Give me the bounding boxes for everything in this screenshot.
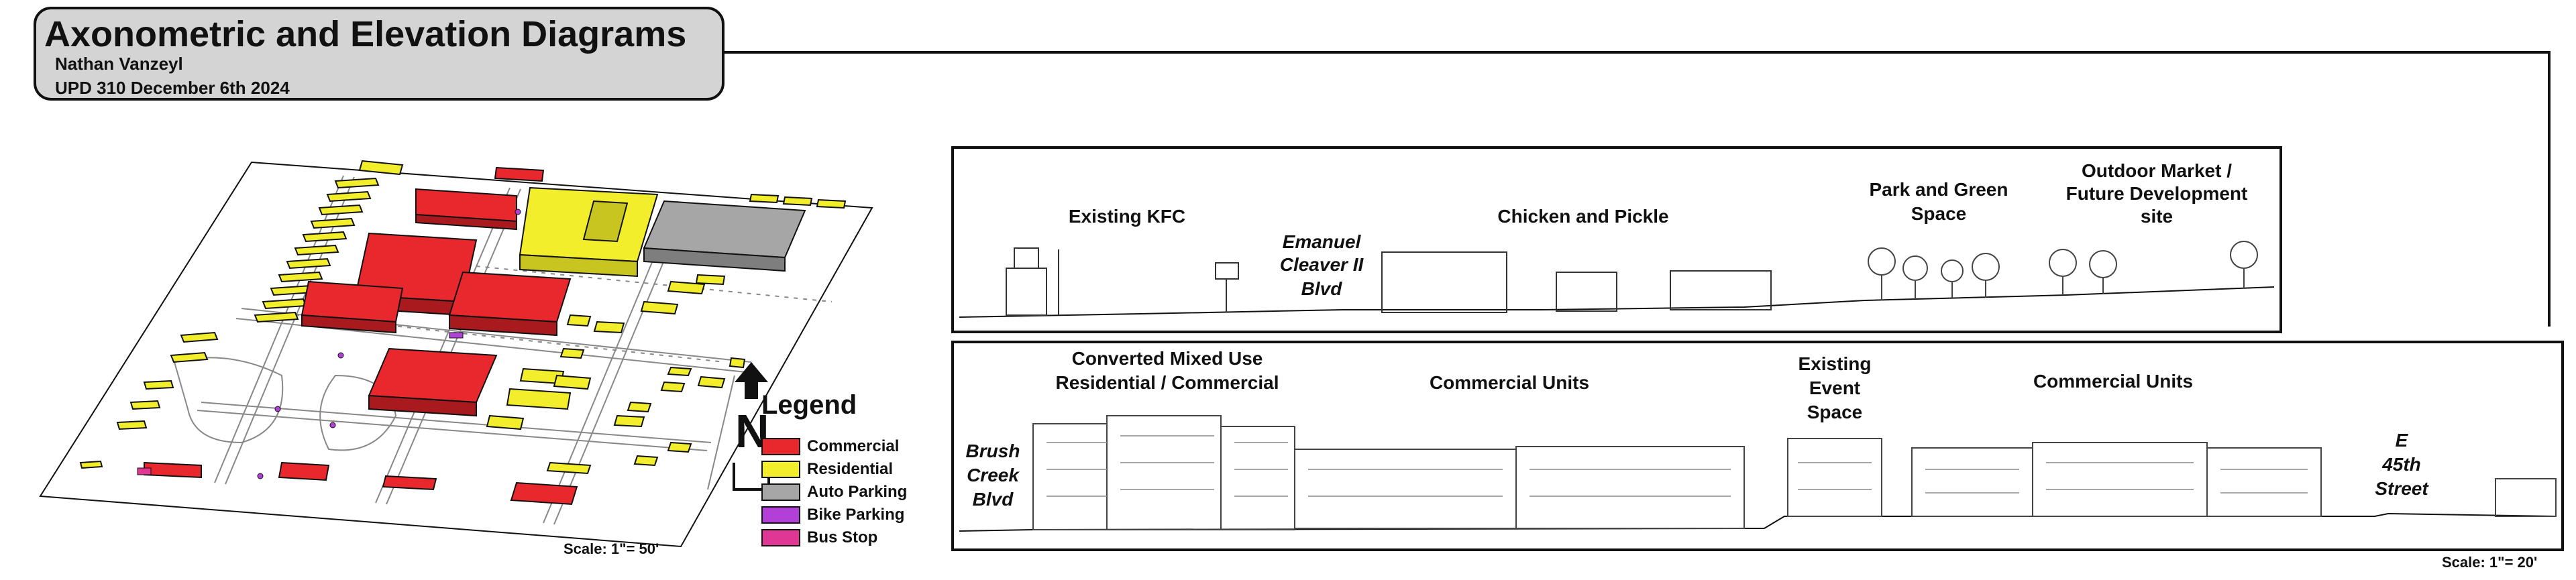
author-name: Nathan Vanzeyl [55, 54, 183, 74]
label-e45-line2: 45th [2382, 454, 2421, 475]
label-brush-line3: Blvd [972, 489, 1014, 510]
auto-parking [643, 200, 806, 272]
connector-line [724, 51, 2551, 327]
commercial-buildings [144, 166, 578, 506]
label-brush-line1: Brush [965, 441, 1020, 461]
label-cleaver-line3: Blvd [1301, 278, 1342, 299]
legend-item-commercial: Commercial [761, 437, 899, 456]
course-date: UPD 310 December 6th 2024 [55, 78, 290, 98]
residential-courtyard [519, 186, 659, 278]
elevation-top [951, 146, 2282, 333]
legend-label: Bus Stop [807, 528, 878, 546]
label-chicken-pickle: Chicken and Pickle [1497, 206, 1669, 227]
label-park-line1: Park and Green [1869, 179, 2008, 200]
bottom-buildings [1032, 415, 2557, 530]
label-commercial-units-a: Commercial Units [1429, 372, 1590, 393]
label-market-line2: Future Development [2065, 183, 2248, 204]
bike-parking [257, 209, 521, 479]
elevation-scale: Scale: 1"= 20' [2442, 554, 2538, 571]
legend-swatch-residential [761, 461, 800, 478]
legend-swatch-commercial [761, 438, 800, 455]
label-park-line2: Space [1911, 203, 1967, 224]
axonometric-scale: Scale: 1"= 50' [564, 540, 659, 557]
label-cleaver-line1: Emanuel [1282, 231, 1361, 252]
page-title: Axonometric and Elevation Diagrams [44, 14, 687, 54]
label-e45-line3: Street [2375, 478, 2428, 499]
label-event-line2: Event [1809, 378, 1861, 398]
legend-label: Auto Parking [807, 483, 908, 501]
label-mixed-line1: Converted Mixed Use [1071, 348, 1263, 369]
bottom-windows [1046, 435, 2308, 497]
title-block: Axonometric and Elevation Diagrams Natha… [34, 7, 724, 101]
legend-item-auto-parking: Auto Parking [761, 483, 907, 502]
top-ground-line [959, 286, 2275, 318]
residential-strip [79, 160, 404, 469]
axonometric-site [39, 160, 873, 548]
top-trees [1868, 241, 2258, 300]
label-e45-line1: E [2395, 430, 2408, 451]
legend-item-residential: Residential [761, 460, 893, 479]
label-commercial-units-b: Commercial Units [2033, 371, 2194, 392]
legend-label: Commercial [807, 437, 900, 455]
label-market-line3: site [2140, 206, 2174, 227]
residential-scattered [486, 193, 847, 475]
label-mixed-line2: Residential / Commercial [1055, 372, 1279, 393]
label-cleaver-line2: Cleaver II [1279, 254, 1364, 275]
label-existing-kfc: Existing KFC [1068, 206, 1186, 227]
legend-title: Legend [761, 390, 857, 420]
top-buildings [1006, 247, 1772, 316]
legend-label: Residential [807, 460, 894, 478]
legend-item-bus-stop: Bus Stop [761, 528, 877, 547]
elevation-bottom [951, 341, 2564, 551]
legend-swatch-bus-stop [761, 529, 800, 546]
label-brush-line2: Creek [967, 465, 1019, 485]
legend-swatch-auto-parking [761, 483, 800, 501]
label-market-line1: Outdoor Market / [2081, 160, 2232, 181]
legend-swatch-bike-parking [761, 506, 800, 524]
bus-stop-marker [137, 467, 152, 475]
legend-item-bike-parking: Bike Parking [761, 506, 904, 524]
label-event-line1: Existing [1798, 353, 1872, 374]
legend-label: Bike Parking [807, 506, 905, 524]
label-event-line3: Space [1807, 402, 1863, 422]
